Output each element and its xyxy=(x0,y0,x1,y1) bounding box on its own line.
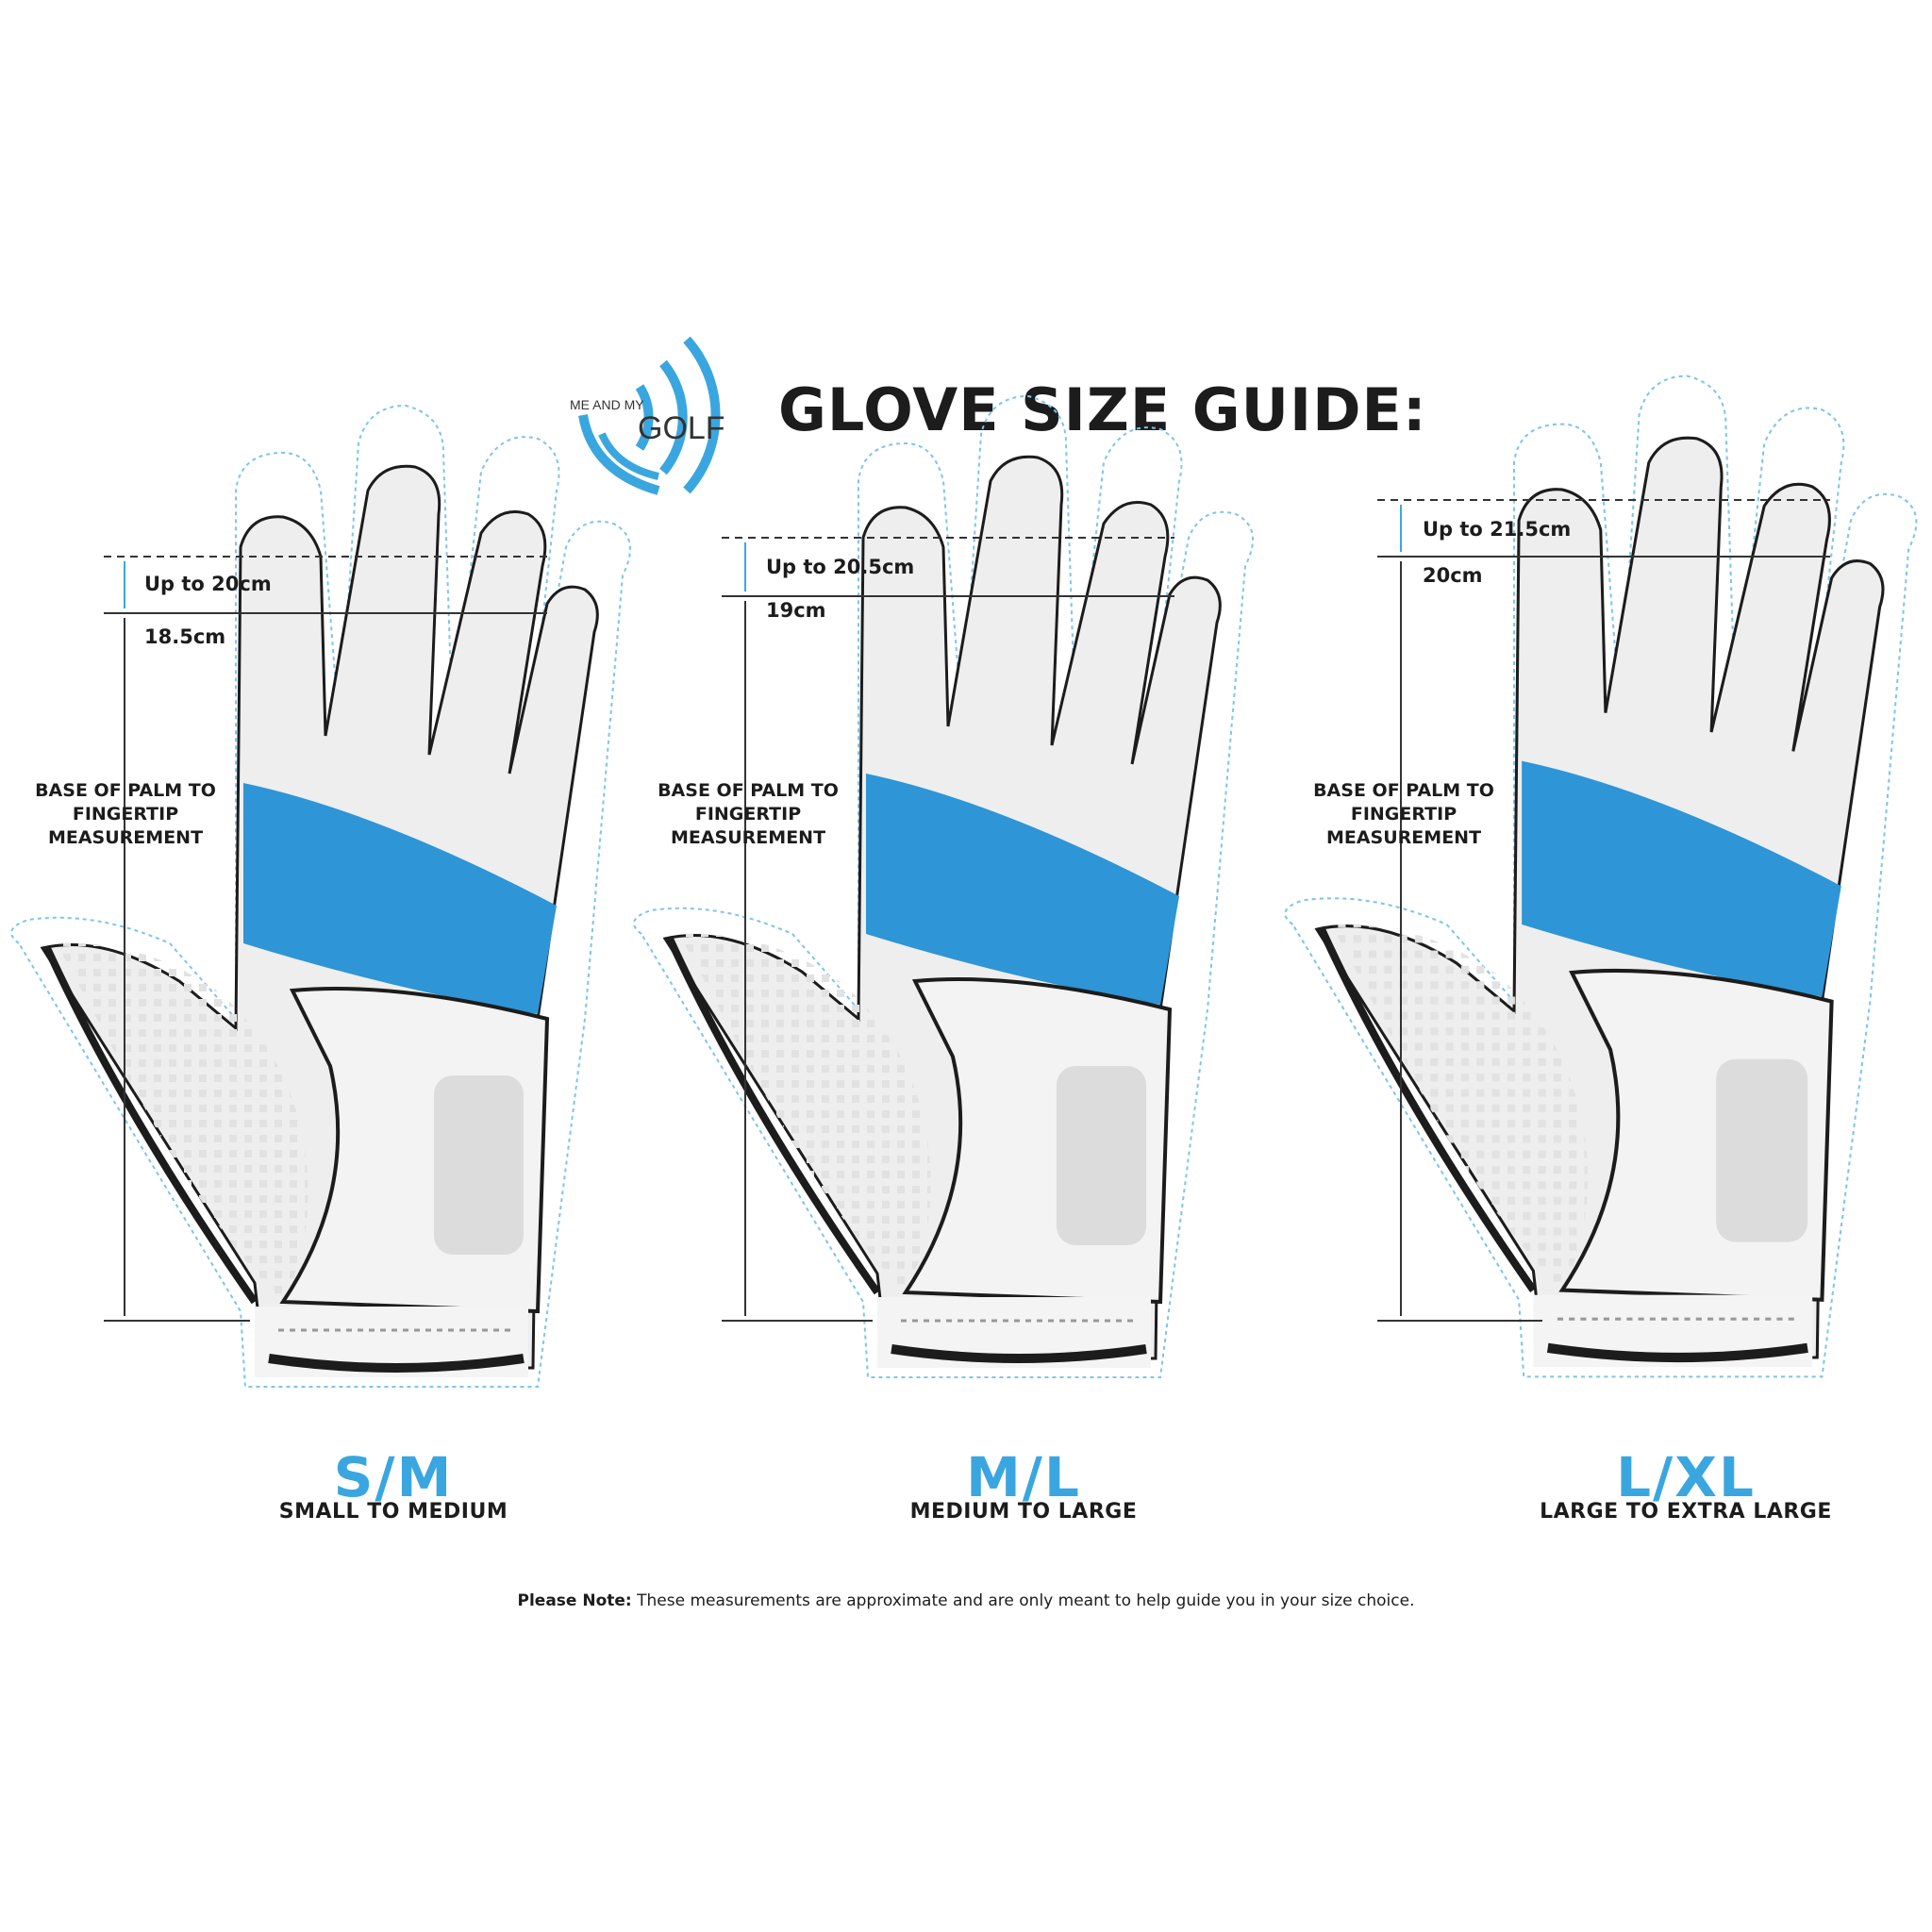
min-measure-sm: 18.5cm xyxy=(144,625,226,648)
logo-text-small: ME AND MY xyxy=(570,397,644,412)
size-code-ml: M/L xyxy=(966,1445,1081,1509)
max-measure-sm: Up to 20cm xyxy=(144,573,272,595)
size-code-lxl: L/XL xyxy=(1616,1445,1756,1509)
page-title: GLOVE SIZE GUIDE: xyxy=(778,375,1427,444)
size-name-sm: SMALL TO MEDIUM xyxy=(278,1500,508,1524)
size-name-ml: MEDIUM TO LARGE xyxy=(909,1500,1138,1524)
note-text: These measurements are approximate and a… xyxy=(631,1591,1415,1610)
measurement-label-ml: BASE OF PALM TO FINGERTIP MEASUREMENT xyxy=(658,780,839,848)
size-name-lxl: LARGE TO EXTRA LARGE xyxy=(1540,1500,1832,1524)
brand-logo: ME AND MY GOLF xyxy=(570,336,725,495)
note-prefix: Please Note: xyxy=(517,1591,632,1610)
min-measure-lxl: 20cm xyxy=(1423,564,1483,587)
max-measure-lxl: Up to 21.5cm xyxy=(1423,518,1572,541)
measurement-label-sm: BASE OF PALM TO FINGERTIP MEASUREMENT xyxy=(35,780,216,848)
max-measure-ml: Up to 20.5cm xyxy=(766,556,915,578)
min-measure-ml: 19cm xyxy=(766,599,826,622)
measurement-label-lxl: BASE OF PALM TO FINGERTIP MEASUREMENT xyxy=(1313,780,1494,848)
logo-text-large: GOLF xyxy=(638,410,725,446)
size-code-sm: S/M xyxy=(333,1445,454,1509)
disclaimer-note: Please Note: These measurements are appr… xyxy=(0,1591,1932,1610)
